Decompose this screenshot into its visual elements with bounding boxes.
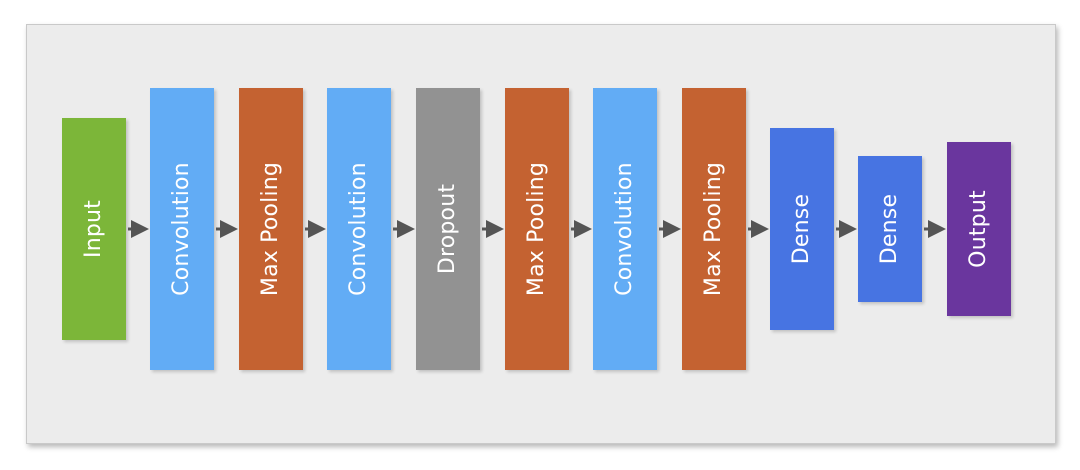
layer-max-pooling-2: Max Pooling	[505, 88, 569, 370]
layer-convolution-2-label: Convolution	[346, 162, 371, 296]
layer-output-label: Output	[966, 190, 991, 268]
layer-output: Output	[947, 142, 1011, 316]
layer-dropout-label: Dropout	[435, 183, 461, 275]
layer-max-pooling-1-label: Max Pooling	[258, 161, 283, 297]
layer-convolution-1: Convolution	[150, 88, 214, 370]
layer-dropout: Dropout	[416, 88, 480, 370]
layer-convolution-3: Convolution	[593, 88, 657, 370]
layer-dense-1: Dense	[770, 128, 834, 330]
layer-convolution-2: Convolution	[327, 88, 391, 370]
layer-input: Input	[62, 118, 126, 340]
layer-convolution-3-label: Convolution	[612, 162, 637, 296]
layer-dense-2: Dense	[858, 156, 922, 302]
layer-dense-2-label: Dense	[877, 193, 903, 265]
layer-max-pooling-1: Max Pooling	[239, 88, 303, 370]
layer-max-pooling-3: Max Pooling	[682, 88, 746, 370]
layer-input-label: Input	[81, 200, 106, 258]
layer-dense-1-label: Dense	[789, 193, 815, 265]
layer-max-pooling-2-label: Max Pooling	[524, 161, 549, 297]
layer-max-pooling-3-label: Max Pooling	[701, 161, 726, 297]
layer-convolution-1-label: Convolution	[169, 162, 194, 296]
